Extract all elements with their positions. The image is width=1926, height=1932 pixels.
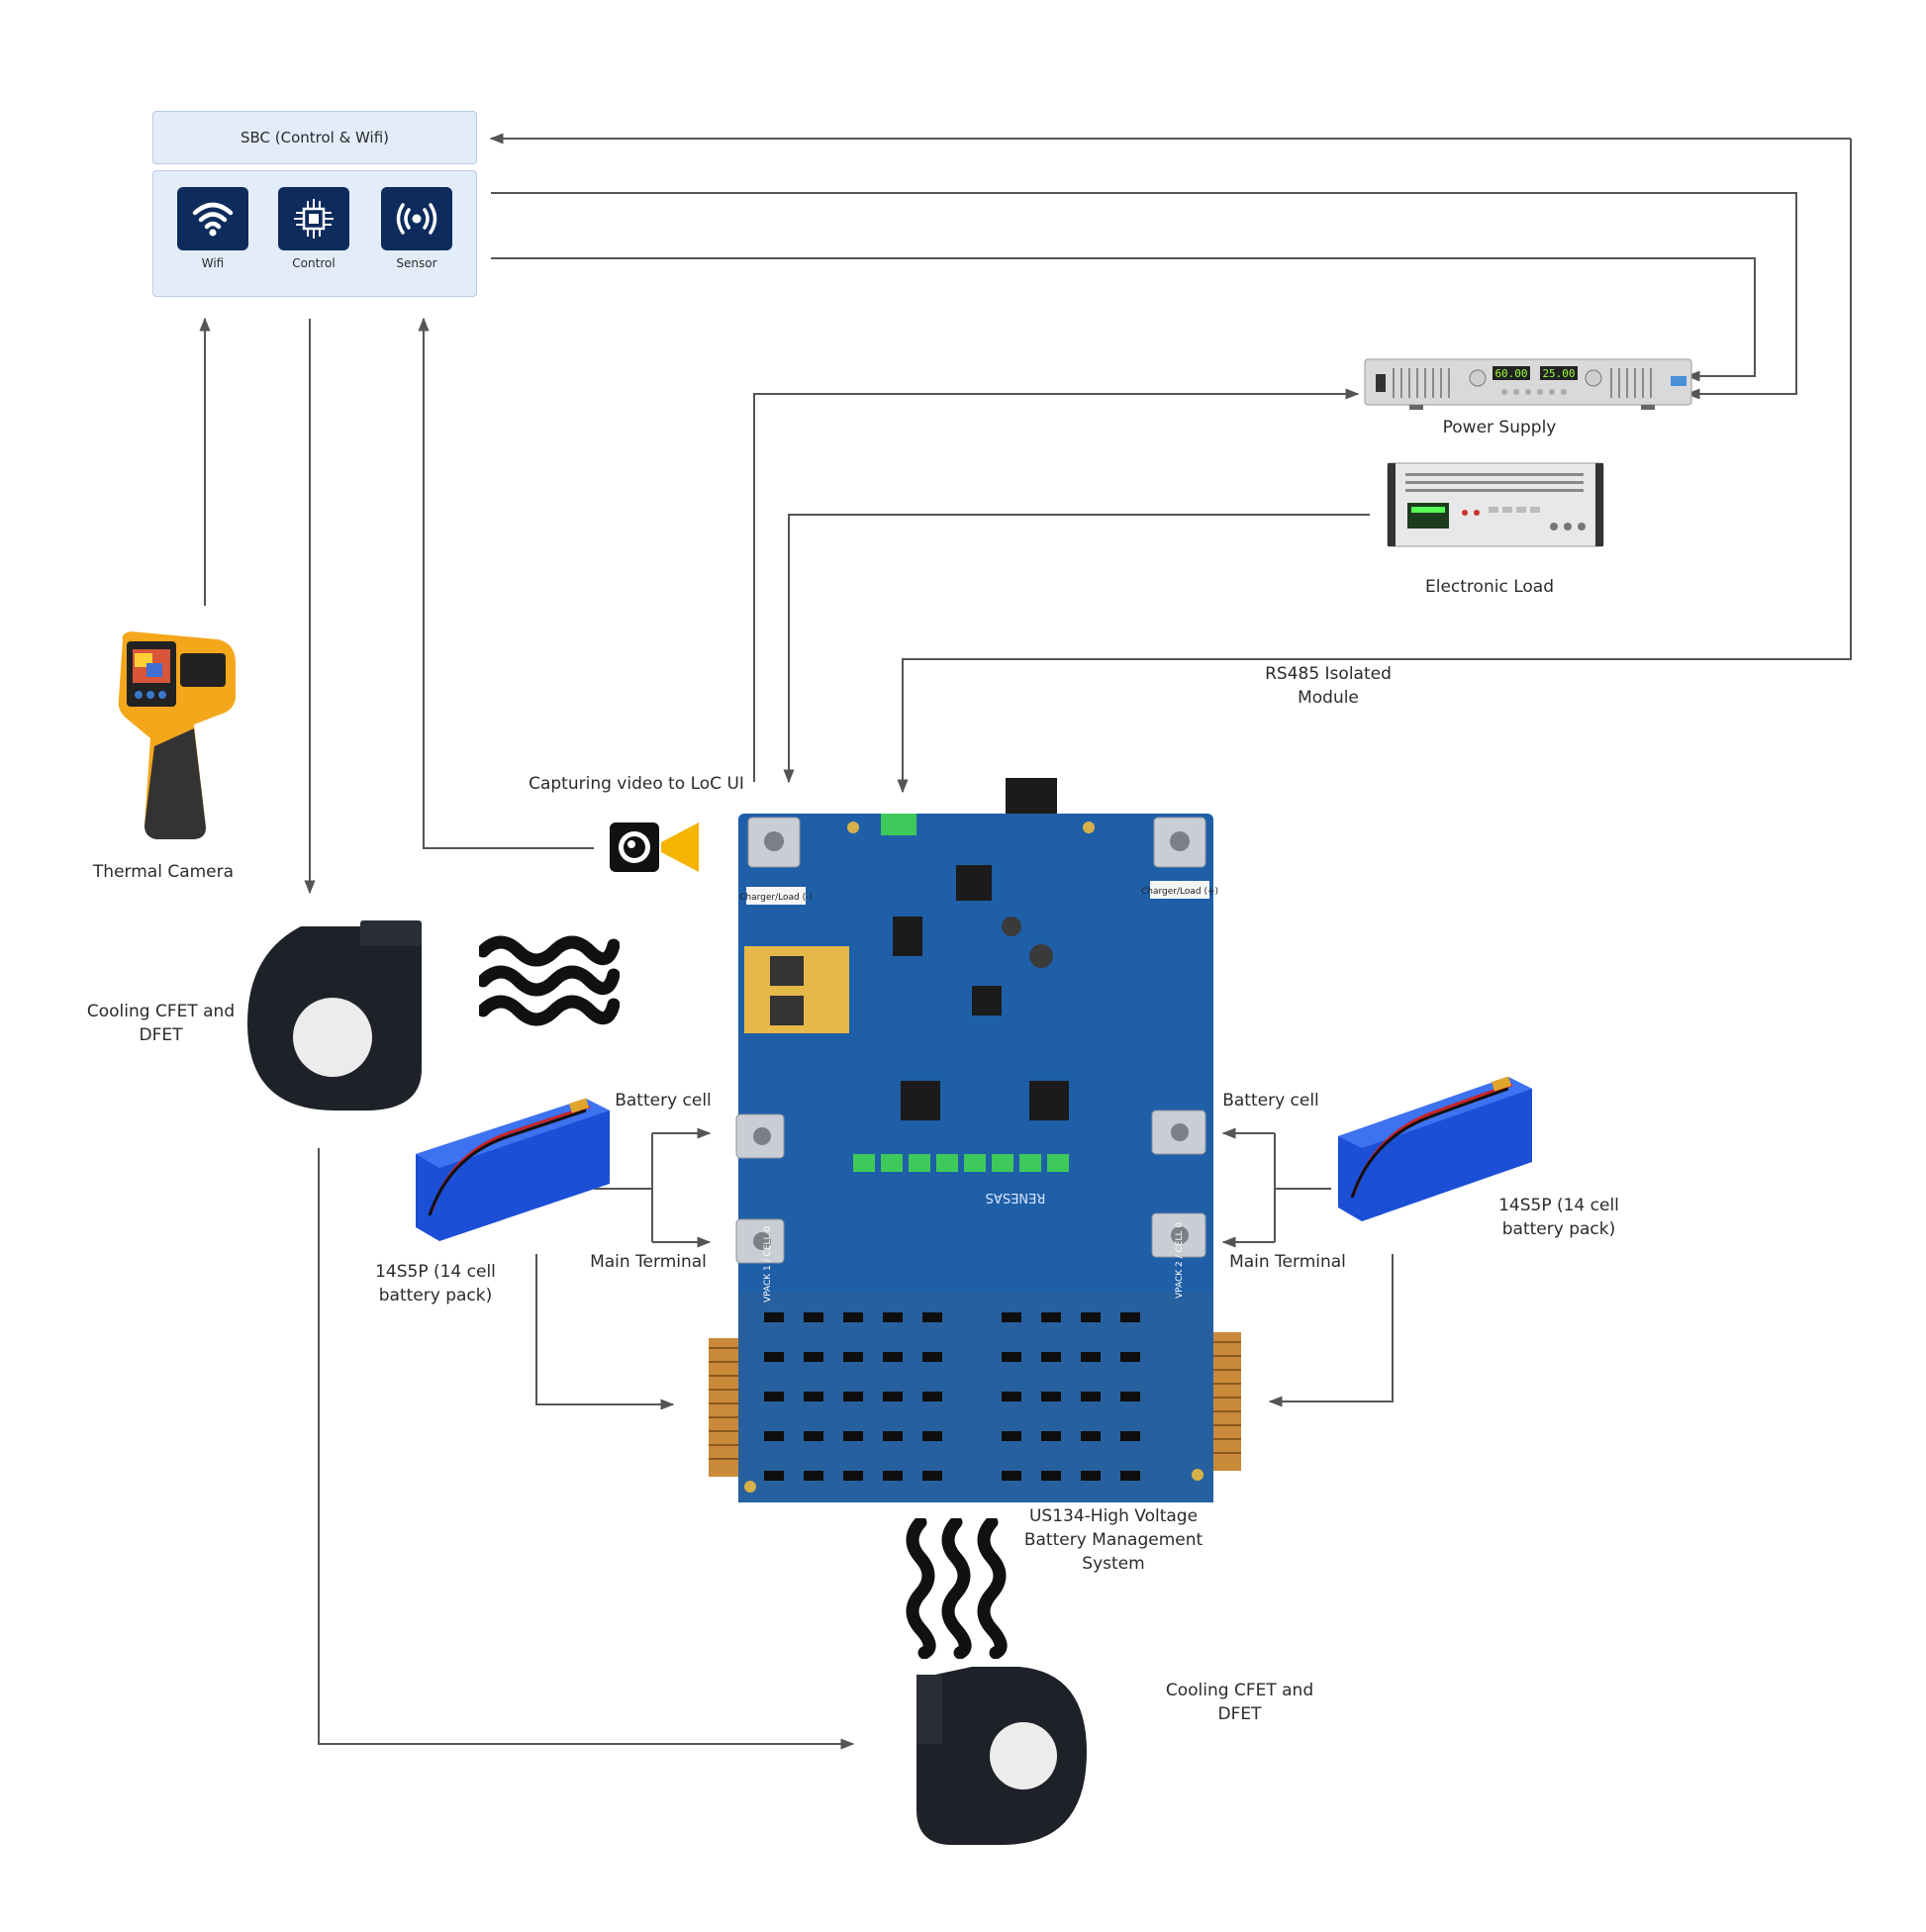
wifi-icon: [177, 187, 248, 250]
battery-cell-left-label: Battery cell: [615, 1091, 712, 1111]
board-brand-text: RENESAS: [986, 1190, 1046, 1205]
wifi-label: Wifi: [201, 256, 225, 270]
power-supply-image: 60.00 25.00: [1364, 358, 1692, 414]
cooling-bottom-label: Cooling CFET and DFET: [1165, 1681, 1314, 1724]
electronic-load-label: Electronic Load: [1425, 577, 1554, 597]
board-to-psu-line: [753, 388, 1360, 782]
sbc-to-psu-line-1: [491, 192, 1797, 400]
battery-pack-image: [412, 1093, 614, 1251]
battery-cell-right-label: Battery cell: [1222, 1091, 1319, 1111]
electronic-load-image: [1386, 461, 1605, 552]
thermal-camera-label: Thermal Camera: [92, 862, 235, 882]
fan-icon: [241, 920, 430, 1117]
rs485-label: RS485 Isolated Module: [1265, 664, 1392, 708]
left-pack-balance-line: [535, 1254, 675, 1410]
right-pack-balance-line: [1268, 1254, 1394, 1407]
board-right-terminal-text: Charger/Load (+): [1141, 887, 1218, 897]
sensor-icon: [381, 187, 452, 250]
fan-icon: [913, 1661, 1093, 1853]
board-vpack2-text: VPACK 2 / CELL 0: [1175, 1222, 1185, 1299]
battery-pack-image: [1334, 1071, 1536, 1231]
pack-right-label: 14S5P (14 cell battery pack): [1498, 1196, 1619, 1239]
psu-current-readout: 25.00: [1542, 367, 1575, 380]
psu-voltage-readout: 60.00: [1494, 367, 1527, 380]
eload-to-board-line: [783, 514, 1370, 784]
control-label: Control: [292, 256, 336, 270]
capturing-video-label: Capturing video to LoC UI: [529, 774, 744, 794]
main-terminal-right-label: Main Terminal: [1229, 1252, 1346, 1272]
rs485-to-sbc-line: [897, 139, 1852, 794]
thermal-camera-image: [111, 629, 245, 845]
bms-label: US134-High Voltage Battery Management Sy…: [1023, 1506, 1204, 1574]
bms-board-image: Charger/Load (-) Charger/Load (+) RENESA…: [709, 778, 1243, 1508]
board-vpack1-text: VPACK 1 / CELL 0: [763, 1226, 773, 1303]
sbc-title: SBC (Control & Wifi): [152, 111, 477, 164]
pack-left-label: 14S5P (14 cell battery pack): [375, 1262, 496, 1305]
sensor-label: Sensor: [396, 256, 437, 270]
camera-icon: [608, 819, 703, 880]
heat-waves-icon: [903, 1515, 1010, 1663]
camera-to-sbc-line: [418, 317, 594, 849]
fan-to-fan-line: [318, 1148, 855, 1750]
main-terminal-left-label: Main Terminal: [590, 1252, 707, 1272]
cooling-left-label: Cooling CFET and DFET: [86, 1002, 236, 1045]
sbc-panel: Wifi Control Sensor: [152, 170, 477, 297]
heat-waves-icon: [476, 931, 621, 1036]
sbc-to-psu-line-2: [491, 257, 1756, 382]
power-supply-label: Power Supply: [1442, 418, 1557, 437]
board-left-terminal-text: Charger/Load (-): [739, 893, 813, 903]
chip-icon: [278, 187, 349, 250]
